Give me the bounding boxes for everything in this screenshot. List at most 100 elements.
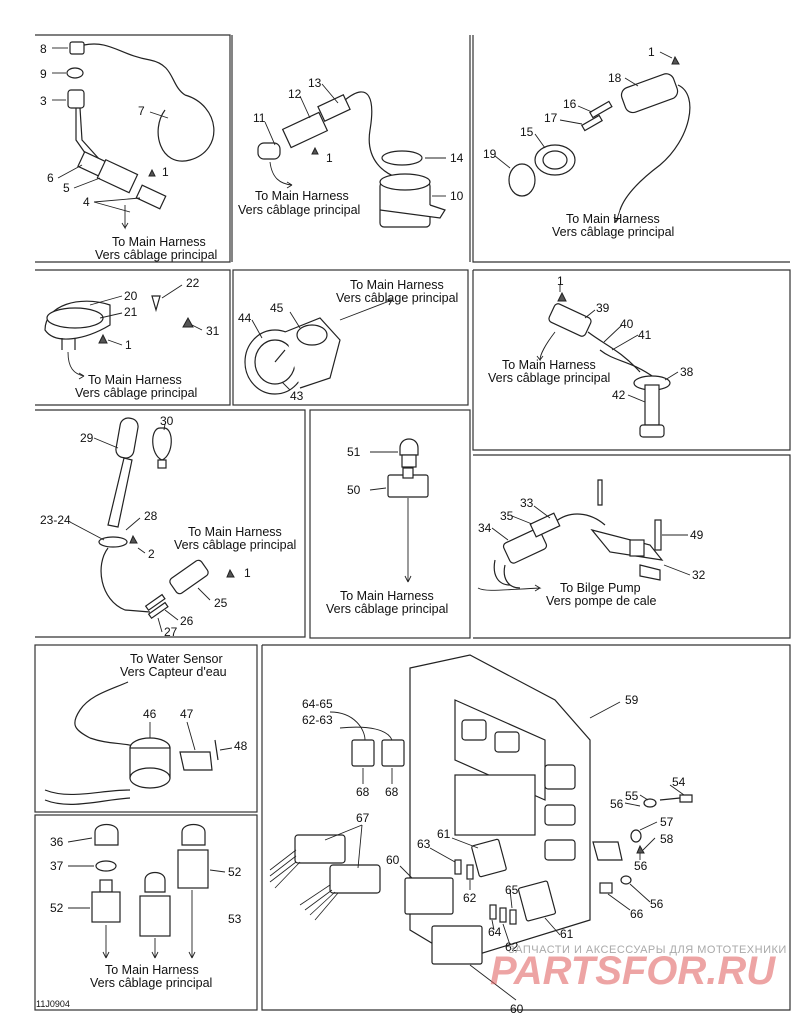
callout-32: 32 <box>692 568 706 582</box>
part-4-plug <box>135 184 167 210</box>
part-62b-fuse <box>499 907 507 923</box>
callout-56b: 56 <box>634 859 648 873</box>
socket-inner <box>542 150 568 170</box>
callout-40: 40 <box>620 317 634 331</box>
bulb-base <box>157 459 167 469</box>
part-30-bulb <box>152 427 172 461</box>
caption-main-en-7: To Main Harness <box>188 525 282 539</box>
sensor-cable <box>74 681 129 739</box>
figure-code: 11J0904 <box>36 999 70 1009</box>
part-68-cap-a <box>351 739 375 767</box>
callout-62a: 62 <box>463 891 477 905</box>
part-64-fuse <box>489 904 497 920</box>
callout-20: 20 <box>124 289 138 303</box>
panel-10-water-sensor: To Water Sensor Vers Capteur d'eau 46 47… <box>44 652 248 805</box>
callout-10: 10 <box>450 189 464 203</box>
part-47-bracket <box>179 751 213 771</box>
callout-66: 66 <box>630 907 644 921</box>
panel-8-switch: 51 50 To Main Harness Vers câblage princ… <box>326 438 448 616</box>
callout-37: 37 <box>50 859 64 873</box>
caption-water-en: To Water Sensor <box>130 652 223 666</box>
coiled-cord <box>83 43 186 96</box>
callout-38: 38 <box>680 365 694 379</box>
part-26-pin <box>144 593 166 612</box>
part-16-pin <box>589 100 613 119</box>
panel-12-relays: 36 37 52 52 53 To Main Harness Vers câbl… <box>50 823 242 990</box>
callout-52b: 52 <box>228 865 242 879</box>
panel-2-horn: 11 12 13 1 14 10 To Main Harness Vers câ… <box>238 76 464 228</box>
callout-19: 19 <box>483 147 497 161</box>
callout-1e: 1 <box>557 274 564 288</box>
module-socket-3 <box>544 764 576 790</box>
part-7-lanyard <box>157 94 215 162</box>
part-36-knob <box>94 823 119 846</box>
callout-28: 28 <box>144 509 158 523</box>
panel-borders <box>34 34 791 1011</box>
caption-main-fr-7: Vers câblage principal <box>174 538 296 552</box>
watermark-logo: PARTSFOR.RU <box>490 949 776 993</box>
callout-13: 13 <box>308 76 322 90</box>
caption-main-fr-5: Vers câblage principal <box>336 291 458 305</box>
callout-2: 2 <box>148 547 155 561</box>
callout-58: 58 <box>660 832 674 846</box>
part-13-housing <box>317 94 351 122</box>
callout-1f: 1 <box>244 566 251 580</box>
part-5-connector <box>96 158 139 194</box>
callout-29: 29 <box>80 431 94 445</box>
callout-67: 67 <box>356 811 370 825</box>
callout-41: 41 <box>638 328 652 342</box>
callout-27: 27 <box>164 625 178 639</box>
callout-39: 39 <box>596 301 610 315</box>
relay-cap-c <box>144 871 166 893</box>
callout-1d: 1 <box>125 338 132 352</box>
part-21-lens <box>46 307 104 329</box>
callout-11: 11 <box>253 111 266 125</box>
part-42-stem <box>644 384 660 426</box>
watermark-tagline: ЗАПЧАСТИ И АКСЕССУАРЫ ДЛЯ МОТОТЕХНИКИ <box>508 944 787 956</box>
hose-2 <box>44 797 131 805</box>
callout-65: 65 <box>505 883 519 897</box>
grease-icon <box>557 291 567 302</box>
callout-7: 7 <box>138 104 145 118</box>
part-14-ring <box>381 150 423 166</box>
callout-3: 3 <box>40 94 47 108</box>
part-53-relay <box>139 895 171 937</box>
module-tab <box>592 841 623 861</box>
caption-main-fr-6: Vers câblage principal <box>488 371 610 385</box>
light-wire <box>100 547 151 613</box>
caption-main-fr-9: Vers câblage principal <box>90 976 212 990</box>
grease-icon <box>671 55 680 65</box>
part-48-clip <box>214 739 219 761</box>
caption-main-en-4: To Main Harness <box>88 373 182 387</box>
grease-icon <box>148 168 156 177</box>
callout-61a: 61 <box>437 827 451 841</box>
callout-62-63: 62-63 <box>302 713 333 727</box>
callout-44: 44 <box>238 311 252 325</box>
callout-15: 15 <box>520 125 534 139</box>
part-67-plug-b <box>329 864 381 894</box>
grease-icon <box>226 568 235 578</box>
panel-11-electronic-module: 64-65 62-63 68 68 59 67 60 60 61 61 <box>269 654 693 1016</box>
bilge-lead-b <box>503 564 521 589</box>
callout-63: 63 <box>417 837 431 851</box>
caption-bilge-en: To Bilge Pump <box>560 581 641 595</box>
part-51-cap <box>399 438 419 456</box>
panel-5-speedometer: 44 45 43 To Main Harness Vers câblage pr… <box>238 278 458 403</box>
part-39-connector <box>548 303 592 337</box>
callout-55: 55 <box>625 789 639 803</box>
part-22-screw <box>151 295 161 313</box>
callout-47: 47 <box>180 707 194 721</box>
part-55-washer <box>643 798 657 808</box>
grease-icon <box>129 534 138 544</box>
callout-46: 46 <box>143 707 157 721</box>
callout-43: 43 <box>290 389 304 403</box>
caption-main-fr-2: Vers câblage principal <box>238 203 360 217</box>
wire-b <box>79 107 101 161</box>
bilge-wire <box>554 513 606 526</box>
caption-main-en-5: To Main Harness <box>350 278 444 292</box>
part-12-connector <box>281 111 329 149</box>
part-18-connector <box>620 73 679 114</box>
callout-18: 18 <box>608 71 622 85</box>
part-65-fuse <box>509 909 517 925</box>
